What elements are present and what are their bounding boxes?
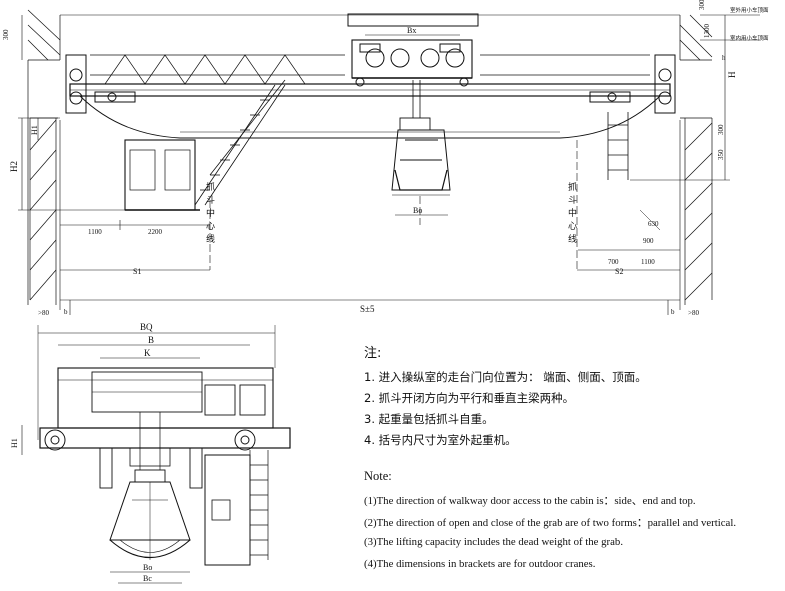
dim-630: 630 <box>648 220 659 228</box>
dim-bq: BQ <box>140 322 153 332</box>
dim-b-left: b <box>64 308 68 316</box>
dim-s1: S1 <box>133 267 141 276</box>
dim-1300: 1300 <box>703 24 711 39</box>
svg-text:斗: 斗 <box>568 195 577 206</box>
notes-en-item: (1)The direction of walkway door access … <box>364 495 696 507</box>
dim-h1-side: H1 <box>10 438 19 448</box>
svg-text:心: 心 <box>568 221 577 232</box>
dim-80-right: >80 <box>688 309 699 317</box>
dim-bc: Bc <box>143 574 152 583</box>
grab-centerline-label-right: 抓 斗 中 心 线 <box>568 181 577 245</box>
dim-k: K <box>144 348 151 358</box>
label-outdoor-top: 室外用小车顶面 <box>730 6 769 14</box>
grab-side <box>109 469 191 560</box>
svg-text:斗: 斗 <box>206 195 215 206</box>
svg-text:心: 心 <box>206 221 215 232</box>
grab-centerline-label-left: 抓 斗 中 心 线 <box>206 181 215 245</box>
dim-300-right: 300 <box>717 124 725 135</box>
side-elevation <box>21 325 291 584</box>
dim-b: B <box>148 335 154 345</box>
notes-cn-heading: 注: <box>364 346 382 361</box>
dim-bo-side: Bo <box>143 563 152 572</box>
dim-300-right-top: 300 <box>698 0 706 10</box>
notes-panel: 注: 1. 进入操纵室的走台门向位置为： 端面、侧面、顶面。 2. 抓斗开闭方向… <box>360 342 780 580</box>
dim-s2: S2 <box>615 267 623 276</box>
dim-80-left: >80 <box>38 309 49 317</box>
dim-h-small: h <box>722 54 726 62</box>
notes-cn-item: 2. 抓斗开闭方向为平行和垂直主梁两种。 <box>364 391 575 405</box>
dim-1100-right: 1100 <box>641 258 655 266</box>
notes-en-item: (2)The direction of open and close of th… <box>364 517 737 529</box>
notes-cn-item: 1. 进入操纵室的走台门向位置为： 端面、侧面、顶面。 <box>364 370 647 384</box>
grab-front <box>391 117 451 196</box>
dim-bo-top: Bo <box>413 206 422 215</box>
cabin-front <box>124 139 200 211</box>
stairs-left <box>194 79 286 206</box>
svg-text:抓: 抓 <box>206 181 215 193</box>
dim-h1-top: H1 <box>30 125 39 135</box>
svg-text:线: 线 <box>568 233 577 245</box>
dim-h: H <box>727 71 737 78</box>
dim-bx: Bx <box>407 26 416 35</box>
ladder-right <box>607 112 629 180</box>
dim-300-left: 300 <box>2 29 10 40</box>
notes-cn-item: 3. 起重量包括抓斗自重。 <box>364 412 494 426</box>
dim-h2: H2 <box>9 161 19 172</box>
left-wall <box>27 9 61 305</box>
right-wall <box>679 14 713 305</box>
notes-en-item: (3)The lifting capacity includes the dea… <box>364 536 624 548</box>
notes-en-heading: Note: <box>364 469 392 483</box>
dim-700: 700 <box>608 258 619 266</box>
dim-s5: S±5 <box>360 304 375 314</box>
front-elevation <box>18 9 760 315</box>
dim-1100-left: 1100 <box>88 228 102 236</box>
svg-text:中: 中 <box>206 207 215 219</box>
notes-cn-item: 4. 括号内尺寸为室外起重机。 <box>364 433 517 447</box>
svg-text:线: 线 <box>206 233 215 245</box>
dim-900: 900 <box>643 237 654 245</box>
dim-350: 350 <box>717 149 725 160</box>
dim-2200: 2200 <box>148 228 163 236</box>
svg-text:抓: 抓 <box>568 181 577 193</box>
svg-text:中: 中 <box>568 207 577 219</box>
notes-en-item: (4)The dimensions in brackets are for ou… <box>364 558 596 570</box>
label-indoor-top: 室内用小车顶面 <box>730 34 769 42</box>
dim-b-right: b <box>671 308 675 316</box>
